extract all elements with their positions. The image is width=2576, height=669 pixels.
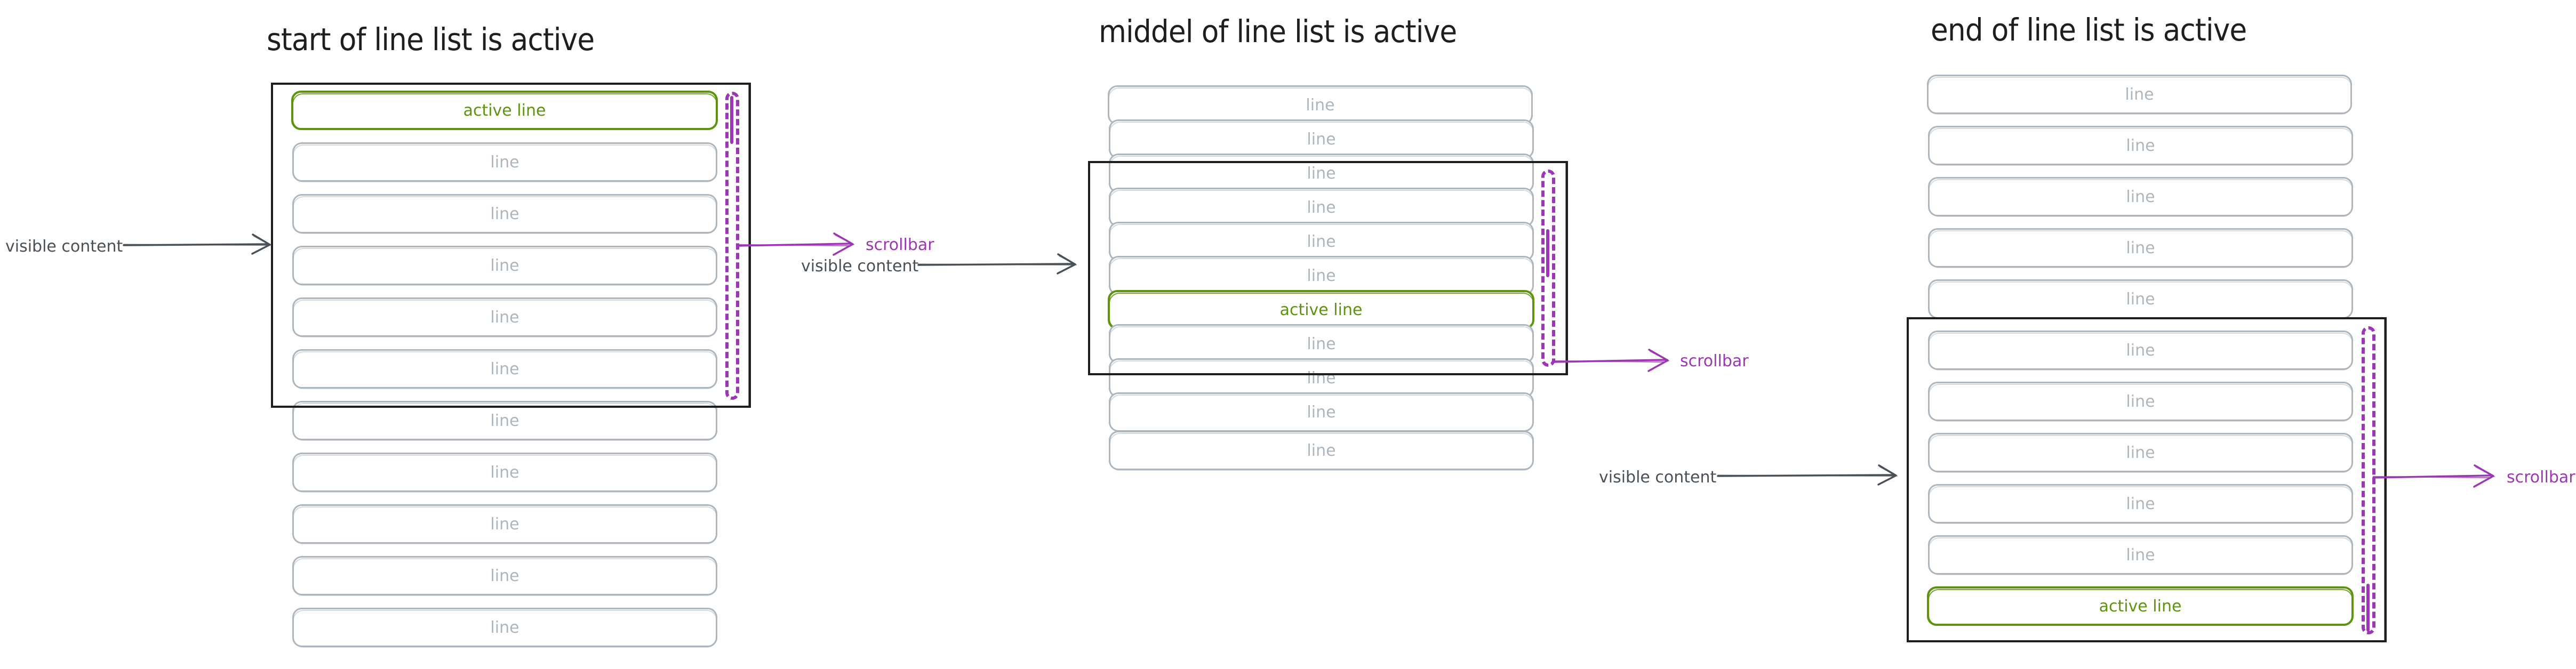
panel-start: start of line list is active active line… (0, 0, 934, 669)
visible-content-arrow (1717, 464, 1898, 486)
panel-start-title: start of line list is active (267, 21, 595, 58)
line-item-label: active line (463, 101, 546, 120)
line-item[interactable]: line (1928, 484, 2353, 524)
scrollbar-arrow (737, 232, 854, 256)
line-item[interactable]: line (292, 453, 717, 493)
line-item-label: line (2125, 85, 2154, 104)
line-item-label: line (2126, 289, 2155, 309)
line-item-label: line (2126, 187, 2155, 206)
line-item-label: line (1307, 198, 1336, 217)
line-item[interactable]: line (292, 608, 717, 648)
line-item[interactable]: line (1928, 279, 2353, 319)
line-item-label: line (1307, 232, 1336, 251)
line-item-label: line (2126, 238, 2155, 257)
visible-content-arrow (917, 253, 1077, 275)
line-item[interactable]: line (1109, 256, 1534, 296)
line-item[interactable]: line (1928, 331, 2353, 370)
scrollbar-label: scrollbar (2507, 468, 2575, 487)
line-item[interactable]: line (292, 246, 717, 286)
line-item-label: line (490, 359, 519, 378)
line-item-label: line (1307, 164, 1336, 183)
line-item-label: line (1306, 95, 1335, 115)
line-item-label: line (2126, 136, 2155, 155)
line-item[interactable]: line (1109, 154, 1534, 194)
line-item-label: line (490, 152, 519, 172)
panel-middle: middel of line list is active line line … (801, 0, 1749, 669)
line-item[interactable]: line (1109, 431, 1534, 471)
panel-end-title: end of line list is active (1931, 12, 2247, 48)
line-item-label: line (490, 256, 519, 275)
line-item[interactable]: line (1109, 188, 1534, 228)
line-item-label: line (490, 566, 519, 585)
line-item-label: line (1307, 402, 1336, 422)
line-item-label: line (2126, 494, 2155, 513)
line-item[interactable]: line (1928, 433, 2353, 473)
line-item-label: line (1307, 441, 1336, 460)
panel-middle-title: middel of line list is active (1099, 13, 1457, 50)
line-item-active[interactable]: active line (291, 91, 718, 130)
line-item-label: line (1307, 334, 1336, 353)
line-item[interactable]: line (1928, 177, 2353, 217)
line-item-label: active line (2099, 597, 2182, 616)
panel-end: end of line list is active line line lin… (1599, 0, 2576, 669)
line-item[interactable]: line (292, 556, 717, 596)
line-item[interactable]: line (292, 349, 717, 389)
line-item-label: line (2126, 545, 2155, 565)
line-item-label: line (490, 411, 519, 430)
line-item-label: line (490, 204, 519, 223)
line-item[interactable]: line (1928, 228, 2353, 268)
visible-content-label: visible content (5, 237, 123, 256)
line-item-label: line (2126, 443, 2155, 462)
line-item[interactable]: line (292, 401, 717, 441)
line-item[interactable]: line (1109, 358, 1534, 398)
scrollbar-thumb[interactable] (2366, 584, 2370, 632)
line-item-label: line (1307, 266, 1336, 285)
line-item[interactable]: line (292, 504, 717, 544)
line-item[interactable]: line (1928, 535, 2353, 575)
scrollbar-track[interactable] (1541, 170, 1555, 367)
line-item[interactable]: line (1108, 85, 1533, 125)
scrollbar-arrow (2372, 464, 2495, 488)
line-item-active[interactable]: active line (1927, 586, 2354, 626)
line-item[interactable]: line (292, 297, 717, 337)
line-item-label: line (490, 514, 519, 534)
line-item[interactable]: line (292, 194, 717, 234)
line-item[interactable]: line (1109, 392, 1534, 432)
line-item-active[interactable]: active line (1108, 290, 1534, 329)
scrollbar-thumb[interactable] (1546, 229, 1549, 277)
scrollbar-arrow (1552, 349, 1669, 372)
scrollbar-track[interactable] (2362, 326, 2375, 634)
line-item[interactable]: line (1109, 119, 1534, 159)
visible-content-label: visible content (1599, 468, 1717, 487)
line-item[interactable]: line (1109, 324, 1534, 364)
line-item-label: line (490, 308, 519, 327)
line-item-label: line (2126, 341, 2155, 360)
line-item-label: line (2126, 392, 2155, 411)
line-item[interactable]: line (1928, 126, 2353, 166)
visible-content-label: visible content (801, 257, 919, 276)
line-item[interactable]: line (1928, 382, 2353, 422)
line-item-label: line (1307, 368, 1336, 388)
line-item-label: line (1307, 130, 1336, 149)
scrollbar-label: scrollbar (866, 236, 934, 254)
line-item[interactable]: line (1927, 75, 2352, 115)
visible-content-arrow (123, 233, 271, 255)
line-item[interactable]: line (1109, 222, 1534, 262)
line-item-label: line (490, 618, 519, 637)
scrollbar-thumb[interactable] (730, 96, 733, 144)
line-item-label: line (490, 463, 519, 482)
line-item-label: active line (1279, 300, 1363, 319)
scrollbar-label: scrollbar (1680, 352, 1749, 370)
line-item[interactable]: line (292, 142, 717, 182)
